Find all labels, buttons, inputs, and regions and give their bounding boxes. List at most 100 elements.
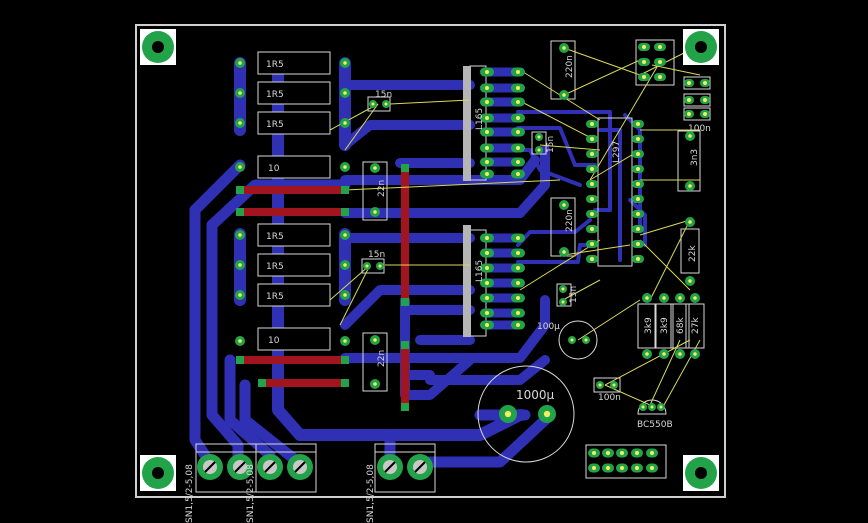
via-pad <box>341 186 349 194</box>
pad-drill <box>485 70 489 74</box>
pad-drill <box>688 134 692 138</box>
pad-drill <box>570 338 574 342</box>
mounting-drill <box>695 467 707 479</box>
pad-drill <box>343 121 347 125</box>
labels: 1R5 1R5 1R5 10 1R5 1R5 1R5 10 15n 15n 15… <box>185 55 711 523</box>
board-outline <box>135 24 726 498</box>
pad-drill <box>659 405 663 409</box>
pad-drill <box>365 264 369 268</box>
pad-drill <box>516 116 520 120</box>
terminal-a-label: SN1,5/2-5,08 <box>185 464 195 523</box>
pad-drill <box>238 263 242 267</box>
pad-drill <box>485 160 489 164</box>
pad-drill <box>537 148 541 152</box>
pad-drill <box>636 182 640 186</box>
pad-drill <box>516 146 520 150</box>
r27k-label: 27k <box>691 317 701 334</box>
pad-drill <box>636 197 640 201</box>
r6-label: 1R5 <box>266 262 284 272</box>
pad-drill <box>485 311 489 315</box>
pad-drill <box>612 383 616 387</box>
mounting-drill <box>152 41 164 53</box>
pad-drill <box>662 352 666 356</box>
r1-label: 1R5 <box>266 60 284 70</box>
c15n-b-label: 15n <box>368 250 385 260</box>
pad-drill <box>636 227 640 231</box>
pad-drill <box>645 296 649 300</box>
pad-drill <box>384 102 388 106</box>
pad-drill <box>687 98 691 102</box>
screw-slot <box>264 461 276 473</box>
pad-drill <box>504 410 512 418</box>
pad-drill <box>636 167 640 171</box>
screw-slot <box>234 461 246 473</box>
r3k9b-label: 3k9 <box>660 317 670 334</box>
terminal-c-label: SN1,5/2-5,08 <box>366 464 376 523</box>
ic-b-label: L165 <box>475 260 485 282</box>
pad-drill <box>373 382 377 386</box>
via-pad <box>341 379 349 387</box>
pad-drill <box>678 296 682 300</box>
pad-drill <box>485 116 489 120</box>
ic-c-label: L297 <box>612 141 622 163</box>
via-pad <box>236 186 244 194</box>
pad-drill <box>516 160 520 164</box>
pad-drill <box>373 338 377 342</box>
r3k9-label: 3k9 <box>644 317 654 334</box>
pad-drill <box>635 466 639 470</box>
pad-drill <box>636 152 640 156</box>
pad-drill <box>636 137 640 141</box>
pad-drill <box>636 242 640 246</box>
pad-drill <box>537 135 541 139</box>
c15n-a-label: 15n <box>375 90 392 100</box>
c22n-a-label: 22n <box>377 180 387 197</box>
pad-drill <box>687 81 691 85</box>
pad-drill <box>238 339 242 343</box>
pad-drill <box>592 451 596 455</box>
pad-drill <box>516 100 520 104</box>
pad-drill <box>378 264 382 268</box>
pad-drill <box>516 86 520 90</box>
terminal-b-label: SN1,5/2-5,08 <box>246 464 256 523</box>
pad-drill <box>543 410 551 418</box>
pad-drill <box>562 46 566 50</box>
c100u-label: 100µ <box>537 322 560 332</box>
pad-drill <box>238 61 242 65</box>
pad-drill <box>590 122 594 126</box>
screw-slot <box>294 461 306 473</box>
mounting-drill <box>695 41 707 53</box>
c100n-b-label: 100n <box>598 393 621 403</box>
via-pad <box>236 208 244 216</box>
r7-label: 1R5 <box>266 292 284 302</box>
pad-drill <box>688 279 692 283</box>
c1000u-label: 1000µ <box>516 388 555 402</box>
pad-drill <box>658 60 662 64</box>
pad-drill <box>485 266 489 270</box>
pad-drill <box>693 296 697 300</box>
pad-drill <box>636 212 640 216</box>
pad-drill <box>238 91 242 95</box>
pad-drill <box>485 130 489 134</box>
via-pad <box>401 298 409 306</box>
pad-drill <box>485 281 489 285</box>
pad-drill <box>650 451 654 455</box>
pad-drill <box>516 172 520 176</box>
transistor-label: BC550B <box>637 420 673 430</box>
pad-drill <box>343 263 347 267</box>
pad-drill <box>343 233 347 237</box>
top-layer-traces <box>240 168 409 407</box>
pad-drill <box>650 466 654 470</box>
via-pad <box>401 341 409 349</box>
via-pad <box>401 403 409 411</box>
c15n-d-label: 15n <box>569 286 579 303</box>
r22k-label: 22k <box>688 245 698 262</box>
pad-drill <box>590 137 594 141</box>
pad-drill <box>598 383 602 387</box>
pad-drill <box>641 405 645 409</box>
c3n3-label: 3n3 <box>690 149 700 166</box>
pad-drill <box>662 296 666 300</box>
pad-drill <box>636 122 640 126</box>
pad-drill <box>343 293 347 297</box>
pad-drill <box>590 227 594 231</box>
pad-drill <box>590 182 594 186</box>
